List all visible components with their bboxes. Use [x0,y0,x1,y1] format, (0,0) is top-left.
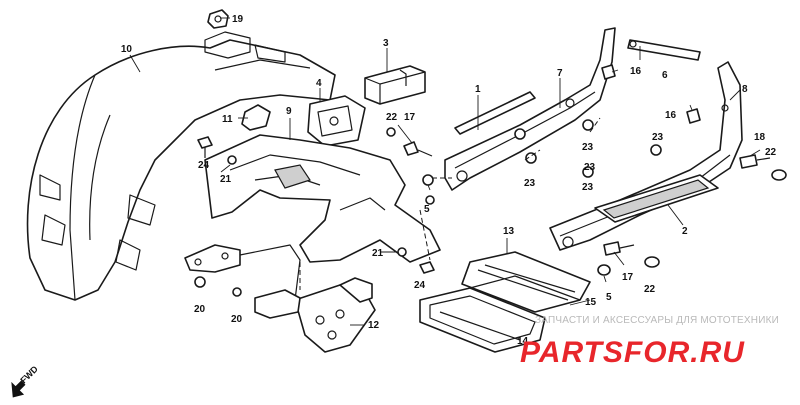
callout-24b: 24 [414,280,426,291]
callout-7: 7 [557,68,563,79]
callout-1: 1 [475,84,481,95]
nut-19-part [207,9,229,29]
module-3-part [364,65,426,105]
callout-4: 4 [316,78,322,89]
callout-2: 2 [682,226,688,237]
fasteners-group [194,64,787,297]
callout-6: 6 [662,70,668,81]
callout-22c: 22 [644,284,656,295]
callout-labels: 10 19 11 3 4 9 1 7 6 8 16 16 22 17 24 21… [121,14,777,347]
callout-24a: 24 [198,160,210,171]
callout-13: 13 [503,226,515,237]
callout-21b: 21 [372,248,384,259]
callout-17b: 17 [622,272,634,283]
dashed-guides [299,117,601,290]
watermark: ЗАПЧАСТИ И АКСЕССУАРЫ ДЛЯ МОТОТЕХНИКИ PA… [520,315,779,369]
callout-16a: 16 [630,66,642,77]
callout-23a: 23 [524,178,536,189]
callout-22a: 22 [386,112,398,123]
bracket-4-part [307,95,366,147]
callout-5a: 5 [424,204,430,215]
watermark-brand-right: FOR.RU [624,336,745,369]
callout-23d: 23 [584,162,596,173]
callout-9: 9 [286,106,292,117]
grab-rail-7-part [444,27,616,191]
watermark-brand: PARTSFOR.RU [520,336,745,369]
callout-16b: 16 [665,110,677,121]
callout-19: 19 [232,14,244,25]
callout-20b: 20 [231,314,243,325]
watermark-brand-left: PARTS [520,336,624,369]
forward-direction-indicator: FWD [11,363,40,398]
callout-12: 12 [368,320,380,331]
leader-lines [129,17,761,326]
callout-15: 15 [585,297,597,308]
bracket-12-part [294,277,376,353]
rail-8-part [549,61,743,251]
callout-14: 14 [517,336,529,347]
callout-11: 11 [222,114,233,125]
bracket-arm-part [184,244,301,319]
gasket-15-part [469,275,581,301]
callout-20a: 20 [194,304,206,315]
callout-23c: 23 [652,132,664,143]
inner-fender-9-part [204,134,441,263]
callout-23b: 23 [582,142,594,153]
callout-3: 3 [383,38,389,49]
reflector-2-part [594,174,719,223]
callout-18: 18 [754,132,766,143]
rod-6-part [627,39,701,61]
bracket-11-part [241,104,271,131]
callout-23e: 23 [582,182,594,193]
callout-22b: 22 [765,147,777,158]
callout-10: 10 [121,44,133,55]
rear-fender-part [26,31,336,301]
fwd-label: FWD [18,363,40,385]
callout-21a: 21 [220,174,232,185]
fwd-arrow-icon [11,380,26,398]
callout-8: 8 [742,84,748,95]
callout-5b: 5 [606,292,612,303]
watermark-tagline: ЗАПЧАСТИ И АКСЕССУАРЫ ДЛЯ МОТОТЕХНИКИ [535,315,779,326]
callout-17a: 17 [404,112,416,123]
